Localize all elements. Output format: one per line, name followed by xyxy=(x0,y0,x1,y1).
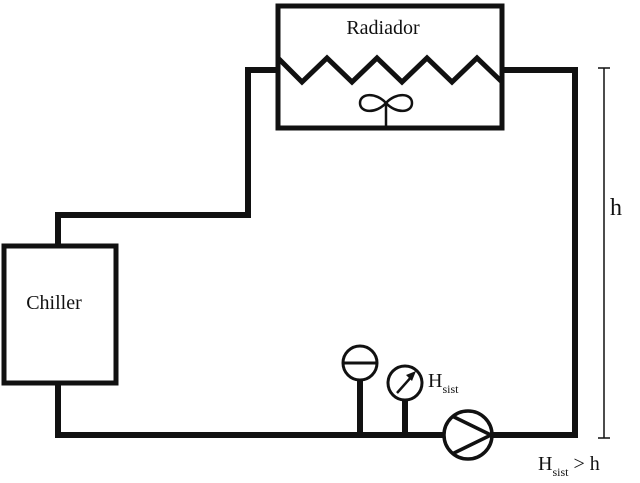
bottom-pipe xyxy=(55,380,447,438)
chiller-label: Chiller xyxy=(26,292,82,314)
radiator-label: Radiador xyxy=(346,17,420,39)
pump-direction-triangle xyxy=(451,414,495,456)
pump-body xyxy=(442,409,494,461)
pressure-gauge xyxy=(386,364,424,402)
pressure-gauge-label: Hsist xyxy=(428,370,459,396)
supply-pipe xyxy=(55,67,281,249)
height-dimension: h xyxy=(598,67,622,439)
radiator: Radiador xyxy=(275,3,505,131)
chiller: Chiller xyxy=(1,243,119,386)
fan-icon xyxy=(358,93,414,128)
chiller-box xyxy=(1,243,119,386)
radiator-coil xyxy=(276,54,504,86)
pump xyxy=(442,409,495,461)
expansion-tank xyxy=(341,344,379,382)
pressure-gauge-arrowhead xyxy=(406,371,416,381)
return-pipe xyxy=(489,67,578,438)
condition-label: Hsist > h xyxy=(538,453,600,479)
height-label: h xyxy=(610,195,622,221)
